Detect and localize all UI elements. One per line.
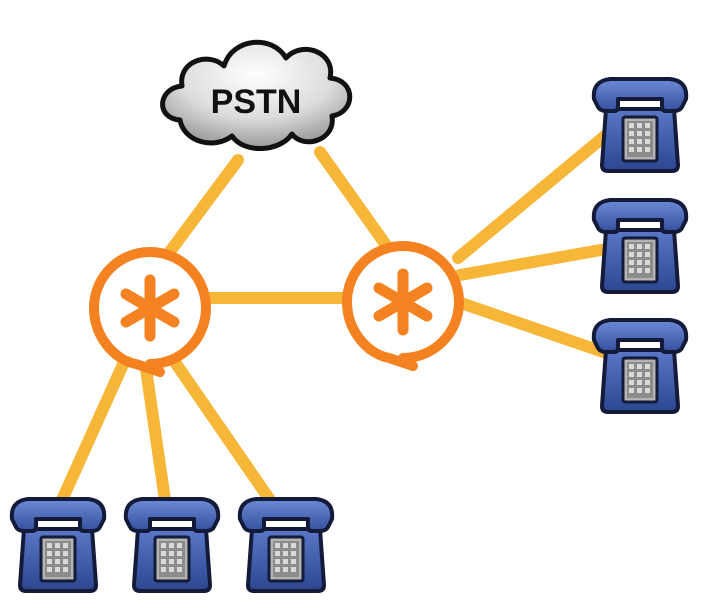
link-right-server-phone-3 xyxy=(452,296,618,361)
desk-phone-icon xyxy=(591,198,689,294)
pstn-cloud: PSTN xyxy=(160,39,353,151)
link-left-server-phone-1 xyxy=(56,354,131,506)
phone-bottom-1 xyxy=(9,497,107,593)
link-left-server-phone-3 xyxy=(164,349,276,506)
phone-bottom-2 xyxy=(123,497,221,593)
desk-phone-icon xyxy=(9,497,107,593)
asterisk-server-right xyxy=(347,246,459,366)
links xyxy=(56,124,618,506)
phone-right-3 xyxy=(591,318,689,414)
cloud-label: PSTN xyxy=(211,83,302,121)
link-pstn-left-server xyxy=(154,154,244,271)
phone-right-1 xyxy=(591,77,689,173)
desk-phone-icon xyxy=(591,318,689,414)
asterisk-server-left xyxy=(94,252,206,372)
link-right-server-phone-1 xyxy=(452,124,618,264)
phone-bottom-3 xyxy=(237,497,335,593)
desk-phone-icon xyxy=(591,77,689,173)
asterisk-pbx-icon xyxy=(94,252,206,372)
link-left-server-phone-2 xyxy=(139,356,171,506)
link-right-server-phone-2 xyxy=(454,242,618,281)
phone-right-2 xyxy=(591,198,689,294)
cloud-icon xyxy=(160,39,353,151)
desk-phone-icon xyxy=(237,497,335,593)
desk-phone-icon xyxy=(123,497,221,593)
asterisk-pbx-icon xyxy=(347,246,459,366)
